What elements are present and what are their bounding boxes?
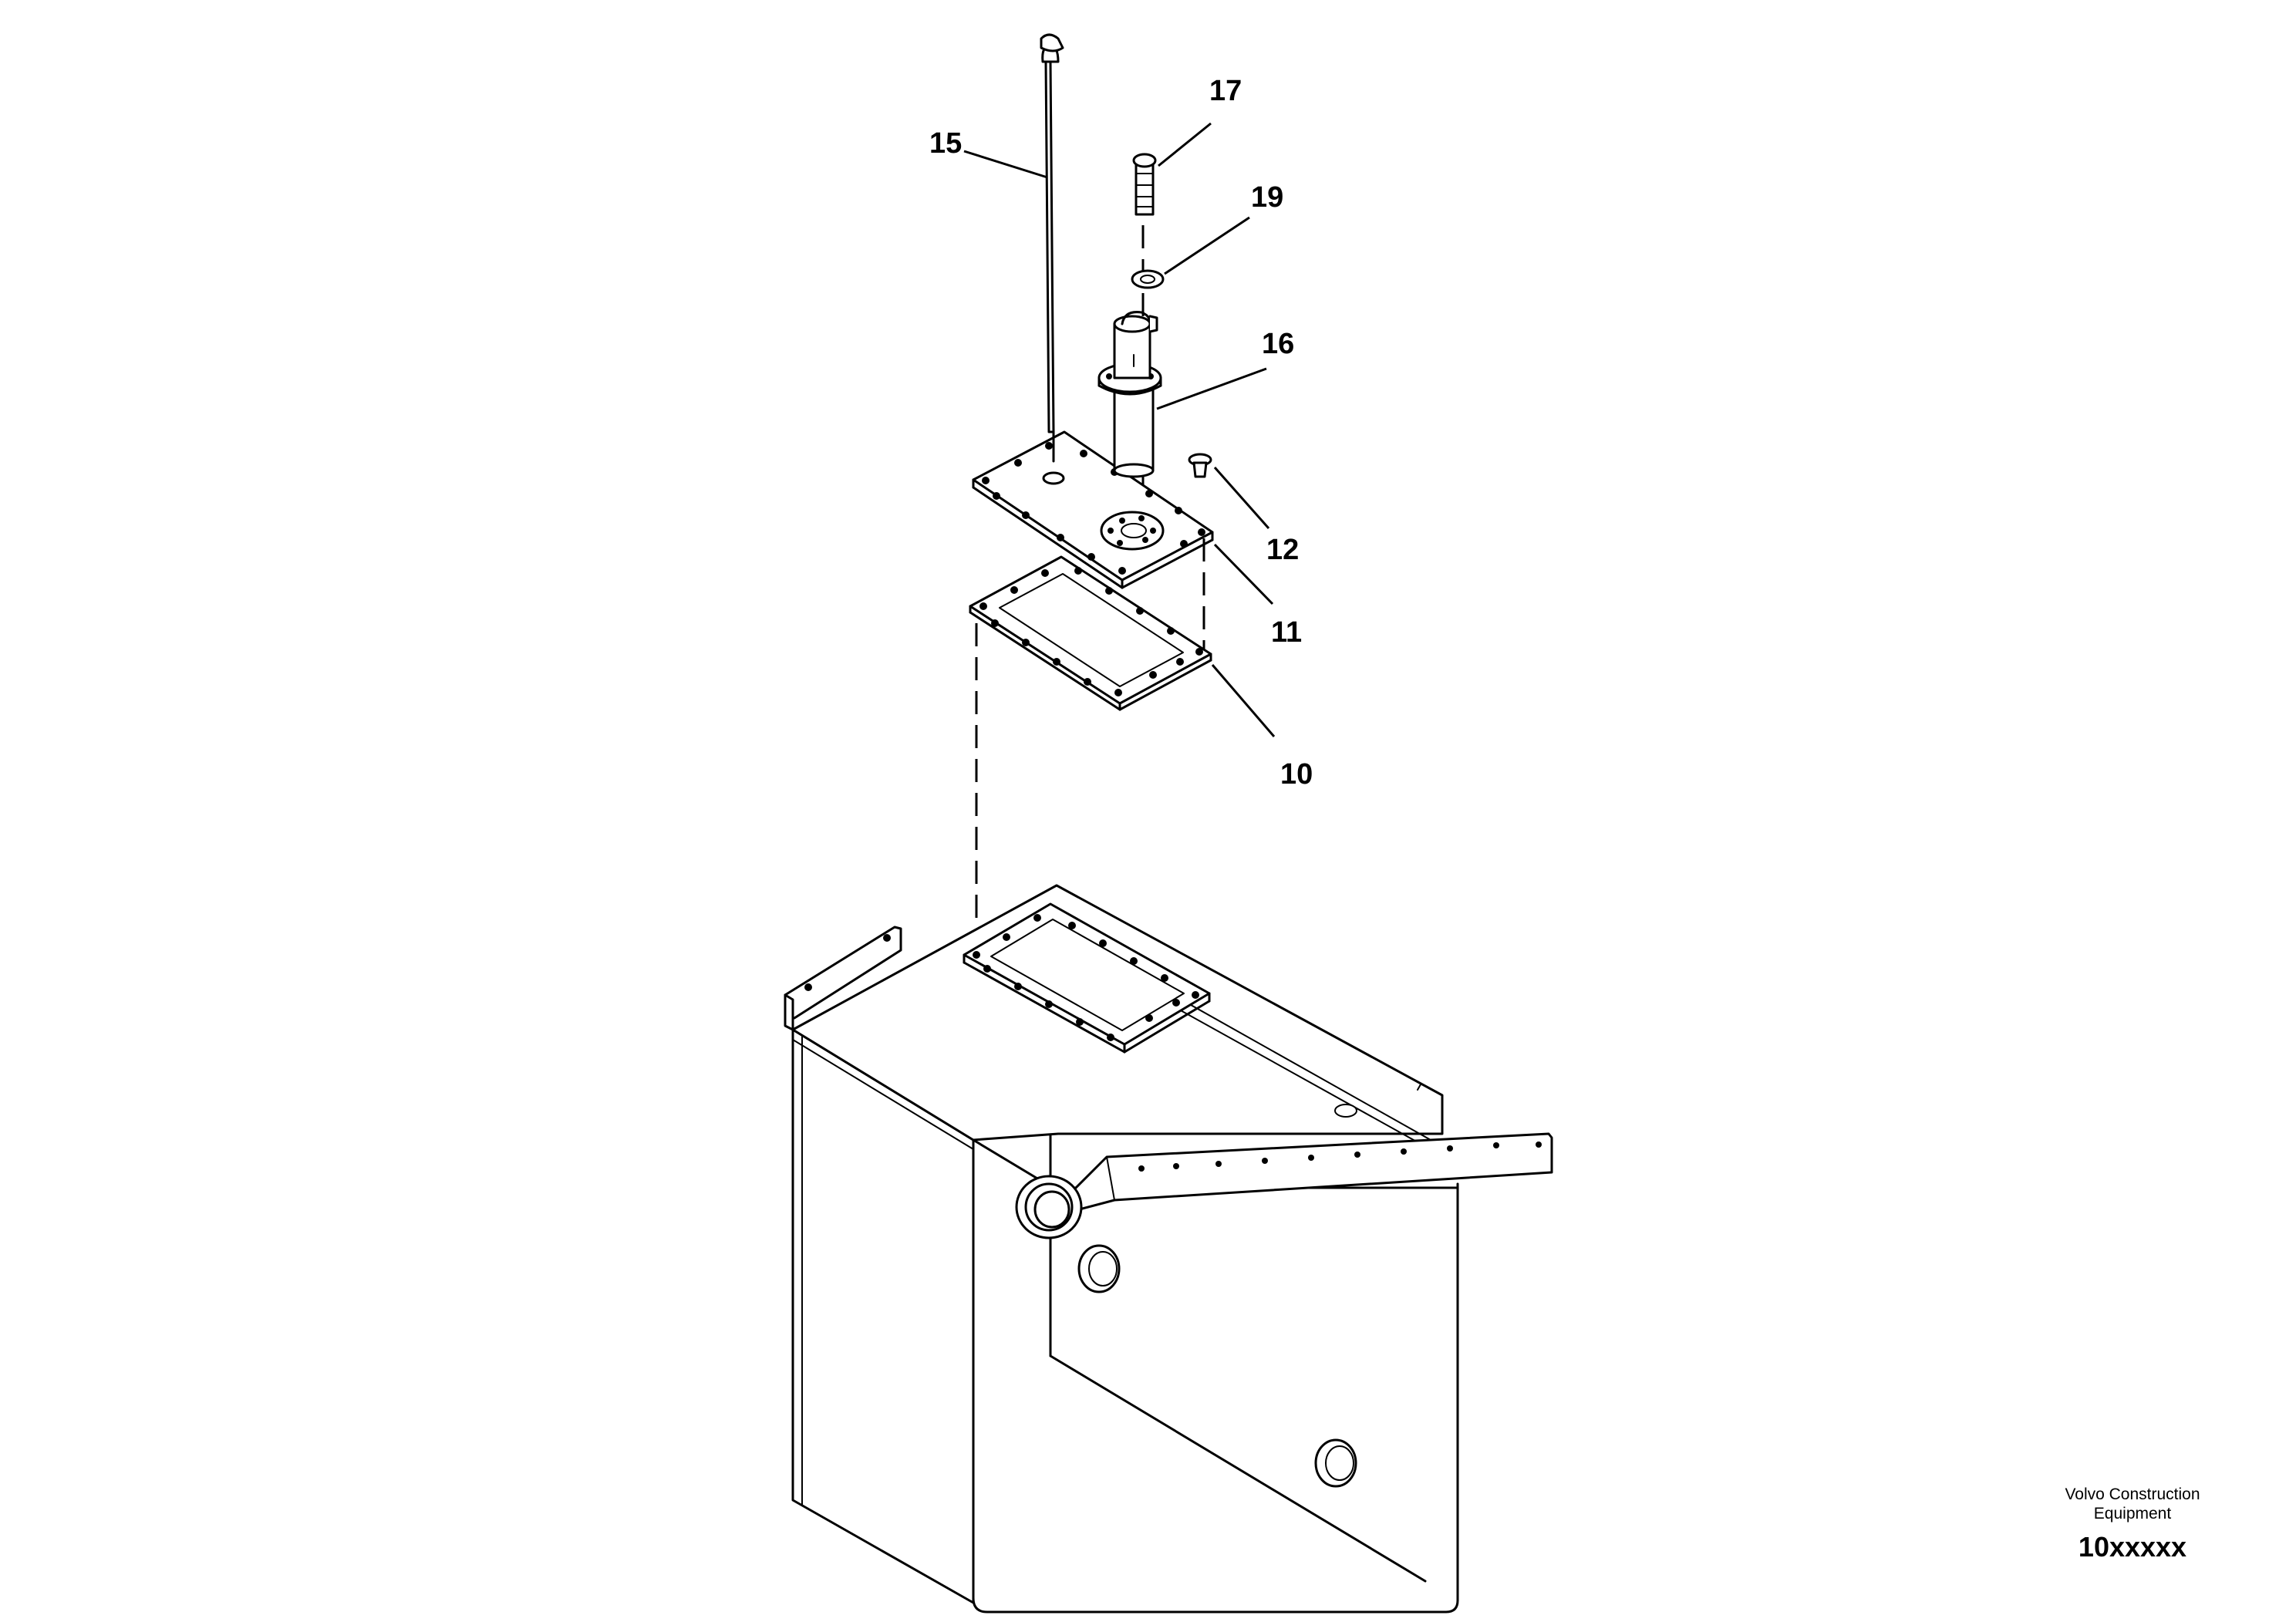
- breather-filter-part-16: [1097, 311, 1162, 478]
- callout-12: 12: [1266, 534, 1299, 566]
- callout-17: 17: [1209, 75, 1242, 107]
- manufacturer-block: Volvo Construction Equipment 10xxxxx: [2032, 1485, 2233, 1563]
- washer-part-19: [1131, 269, 1165, 289]
- gasket-part-10: [969, 555, 1212, 711]
- dipstick-part-15: [1040, 33, 1064, 463]
- drawing-code: 10xxxxx: [2078, 1531, 2187, 1563]
- callout-19: 19: [1251, 181, 1283, 214]
- manufacturer-name-line1: Volvo Construction: [2065, 1485, 2200, 1503]
- screw-part-12: [1188, 453, 1212, 478]
- callout-leaders: [963, 122, 1276, 737]
- callout-10: 10: [1280, 758, 1313, 791]
- tank-flange-opening: [963, 902, 1211, 1054]
- bolt-part-17: [1132, 153, 1157, 216]
- callout-16: 16: [1262, 328, 1294, 360]
- callout-labels: 15 17 19 16 12 11 10: [929, 75, 1313, 791]
- cover-plate-part-11: [972, 430, 1214, 589]
- callout-15: 15: [929, 127, 962, 160]
- callout-11: 11: [1271, 616, 1302, 649]
- manufacturer-name-line2: Equipment: [2093, 1505, 2172, 1523]
